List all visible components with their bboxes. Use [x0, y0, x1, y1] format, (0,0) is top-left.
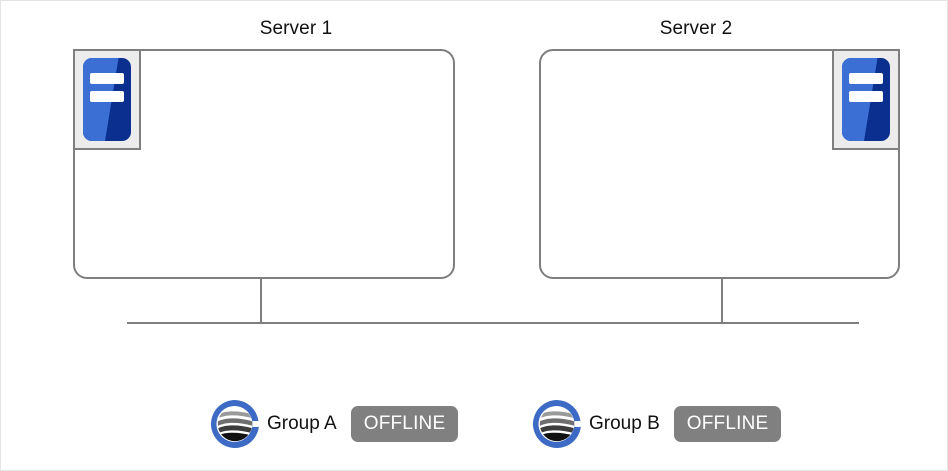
network-connector-server-2: [721, 278, 723, 324]
group-status-row: Group B OFFLINE: [531, 399, 782, 449]
network-connector-server-1: [260, 278, 262, 324]
server-icon-bar-bottom: [89, 91, 125, 102]
server-icon-body: [842, 58, 890, 141]
server-1-title: Server 1: [259, 18, 333, 39]
server-icon-body: [83, 58, 131, 141]
cluster-globe-icon: [533, 400, 581, 448]
server-icon[interactable]: [832, 49, 900, 150]
server-icon-bar-bottom: [848, 91, 884, 102]
server-2-title: Server 2: [659, 18, 733, 39]
shared-network-bus: [127, 322, 859, 324]
status-badge[interactable]: OFFLINE: [673, 406, 782, 442]
server-icon-bar-top: [89, 73, 125, 84]
group-a-label: Group A: [267, 413, 337, 434]
status-badge[interactable]: OFFLINE: [350, 406, 459, 442]
group-b-label: Group B: [589, 413, 660, 434]
server-icon[interactable]: [73, 49, 141, 150]
server-icon-bar-top: [848, 73, 884, 84]
cluster-globe-icon: [211, 400, 259, 448]
group-status-row: Group A OFFLINE: [209, 399, 459, 449]
